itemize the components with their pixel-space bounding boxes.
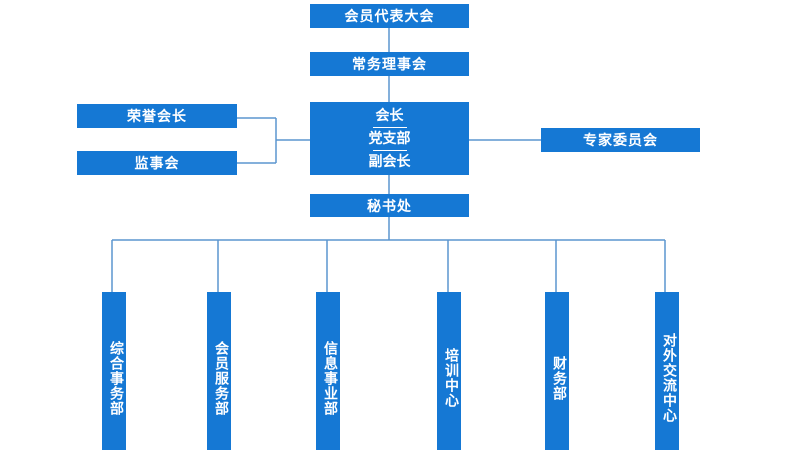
label-vice-president: 副会长 <box>368 153 411 170</box>
box-dept-general-affairs: 综合事务部 <box>102 292 126 450</box>
box-dept-external-exchange: 对外交流中心 <box>655 292 679 450</box>
divider <box>372 149 407 151</box>
box-dept-training-center: 培训中心 <box>437 292 461 450</box>
box-expert-committee: 专家委员会 <box>541 128 700 152</box>
box-dept-finance: 财务部 <box>545 292 569 450</box>
divider <box>372 126 407 128</box>
box-standing-council: 常务理事会 <box>310 52 469 76</box>
label-party-branch: 党支部 <box>368 130 411 147</box>
label-president: 会长 <box>375 107 404 124</box>
box-dept-information: 信息事业部 <box>316 292 340 450</box>
box-honorary-president: 荣誉会长 <box>77 104 237 128</box>
box-supervisory-board: 监事会 <box>77 151 237 175</box>
box-dept-member-services: 会员服务部 <box>207 292 231 450</box>
box-secretariat: 秘书处 <box>310 194 469 217</box>
box-president-group: 会长 党支部 副会长 <box>310 102 469 175</box>
box-members-congress: 会员代表大会 <box>310 4 469 28</box>
